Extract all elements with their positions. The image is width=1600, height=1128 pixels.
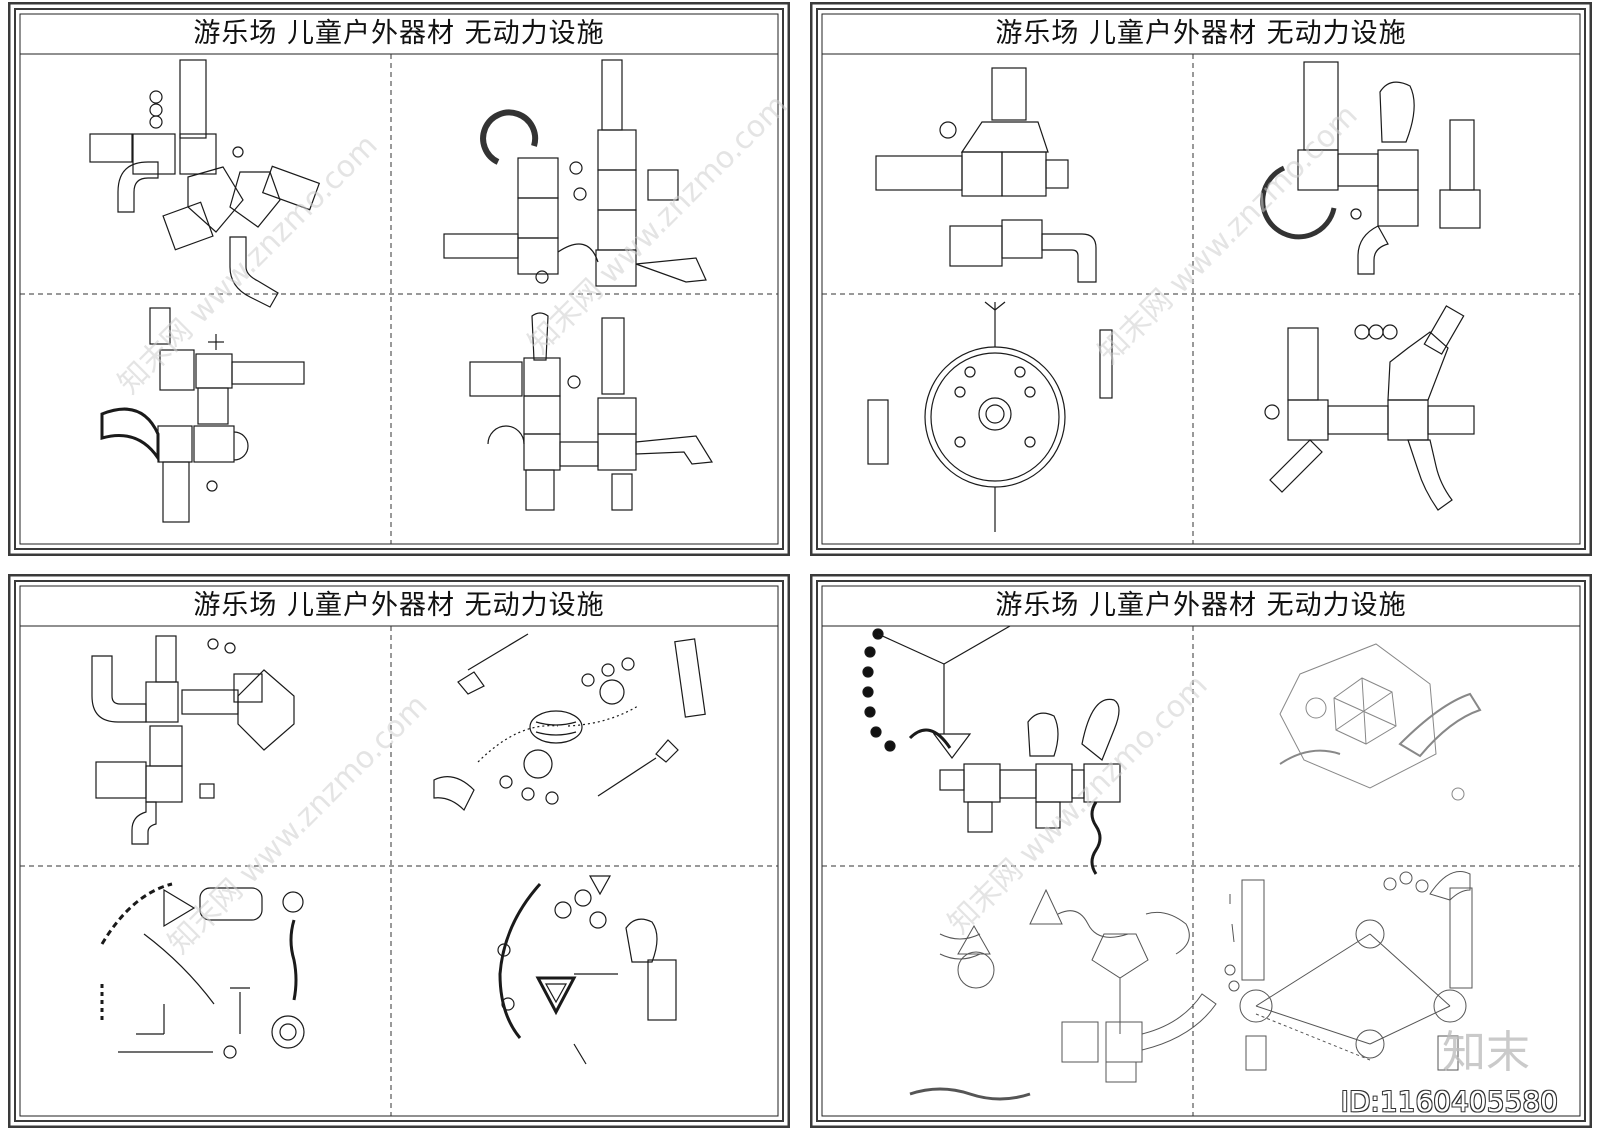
playground-plan-3c <box>100 882 305 1059</box>
playground-plan-1b <box>443 59 707 287</box>
sheet-4-frame <box>810 574 1592 1128</box>
sheet-title: 游乐场 儿童户外器材 无动力设施 <box>995 590 1407 621</box>
sheet-title: 游乐场 儿童户外器材 无动力设施 <box>193 18 605 49</box>
playground-plan-4a <box>862 625 1121 875</box>
playground-plan-4b <box>1279 643 1482 801</box>
sheet-3-frame <box>8 574 790 1128</box>
sheet-title: 游乐场 儿童户外器材 无动力设施 <box>995 18 1407 49</box>
brand-watermark: 知末 <box>1442 1027 1530 1078</box>
playground-plan-4c <box>909 888 1217 1101</box>
image-id-label: ID:1160405580 <box>1340 1085 1558 1118</box>
drawing-sheet-4: 游乐场 儿童户外器材 无动力设施 知末 ID:1160405580 <box>810 574 1592 1128</box>
playground-plan-3b <box>433 633 706 812</box>
playground-plan-4d <box>1224 871 1473 1071</box>
playground-plan-1d <box>469 312 714 511</box>
playground-plan-3a <box>91 635 295 845</box>
playground-plan-1a <box>89 59 321 308</box>
sheet-1-frame <box>8 2 790 556</box>
playground-plan-2c <box>867 301 1113 532</box>
playground-plan-2a <box>875 67 1097 283</box>
playground-plan-2b <box>1260 61 1481 275</box>
playground-plan-1c <box>100 307 305 523</box>
playground-plan-3d <box>497 875 677 1065</box>
sheet-2-frame <box>810 2 1592 556</box>
drawing-sheet-3: 游乐场 儿童户外器材 无动力设施 <box>8 574 790 1128</box>
drawing-sheet-1: 游乐场 儿童户外器材 无动力设施 <box>8 2 790 556</box>
playground-plan-2d <box>1264 305 1475 511</box>
sheet-title: 游乐场 儿童户外器材 无动力设施 <box>193 590 605 621</box>
drawing-sheet-2: 游乐场 儿童户外器材 无动力设施 <box>810 2 1592 556</box>
